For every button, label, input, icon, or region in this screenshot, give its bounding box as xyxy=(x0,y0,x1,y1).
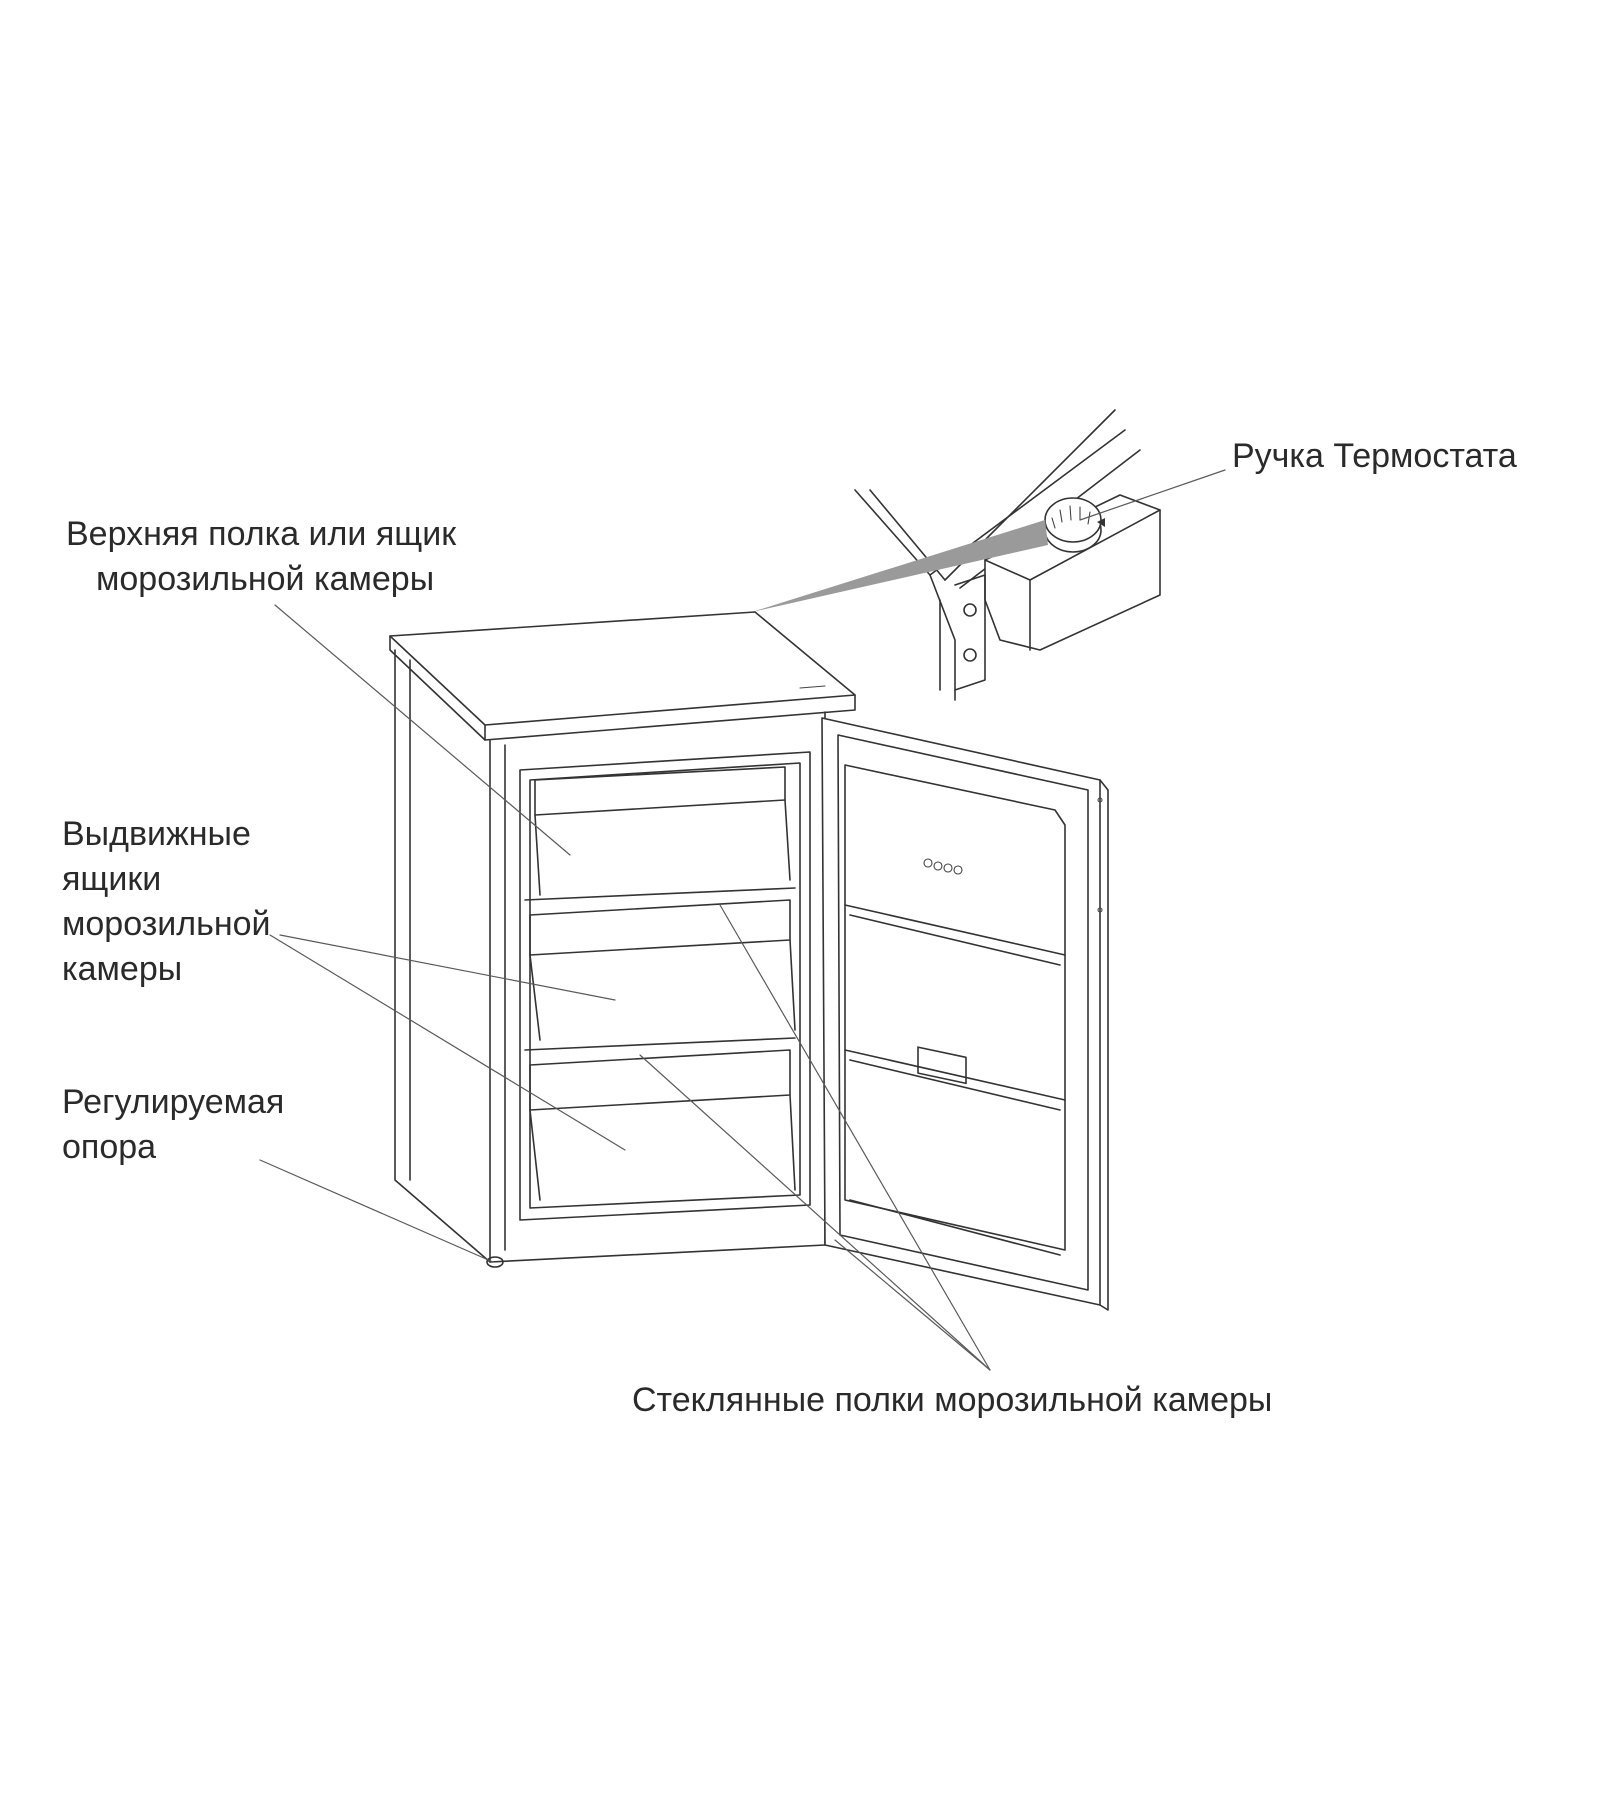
label-drawers-line1: Выдвижные xyxy=(62,815,251,853)
label-glass-shelves: Стеклянные полки морозильной камеры xyxy=(632,1381,1273,1419)
thermostat-knob-icon xyxy=(1044,497,1105,553)
thermostat-inset xyxy=(854,409,1161,701)
label-foot-line2: опора xyxy=(62,1128,157,1166)
label-drawers-line2: ящики xyxy=(62,860,162,898)
label-thermostat-knob: Ручка Термостата xyxy=(1232,437,1517,475)
label-top-shelf-line1: Верхняя полка или ящик xyxy=(66,515,457,553)
adjustable-foot xyxy=(486,1256,504,1268)
label-foot-line1: Регулируемая xyxy=(62,1083,285,1121)
label-drawers-line4: камеры xyxy=(62,950,183,988)
callout-wedge xyxy=(752,520,1048,612)
label-drawers-line3: морозильной xyxy=(62,905,271,943)
star-rating-badge xyxy=(917,858,967,1085)
freezer-cabinet xyxy=(389,611,856,1268)
leader-lines xyxy=(259,469,1226,1371)
label-top-shelf-line2: морозильной камеры xyxy=(96,560,435,598)
freezer-door xyxy=(821,717,1109,1311)
